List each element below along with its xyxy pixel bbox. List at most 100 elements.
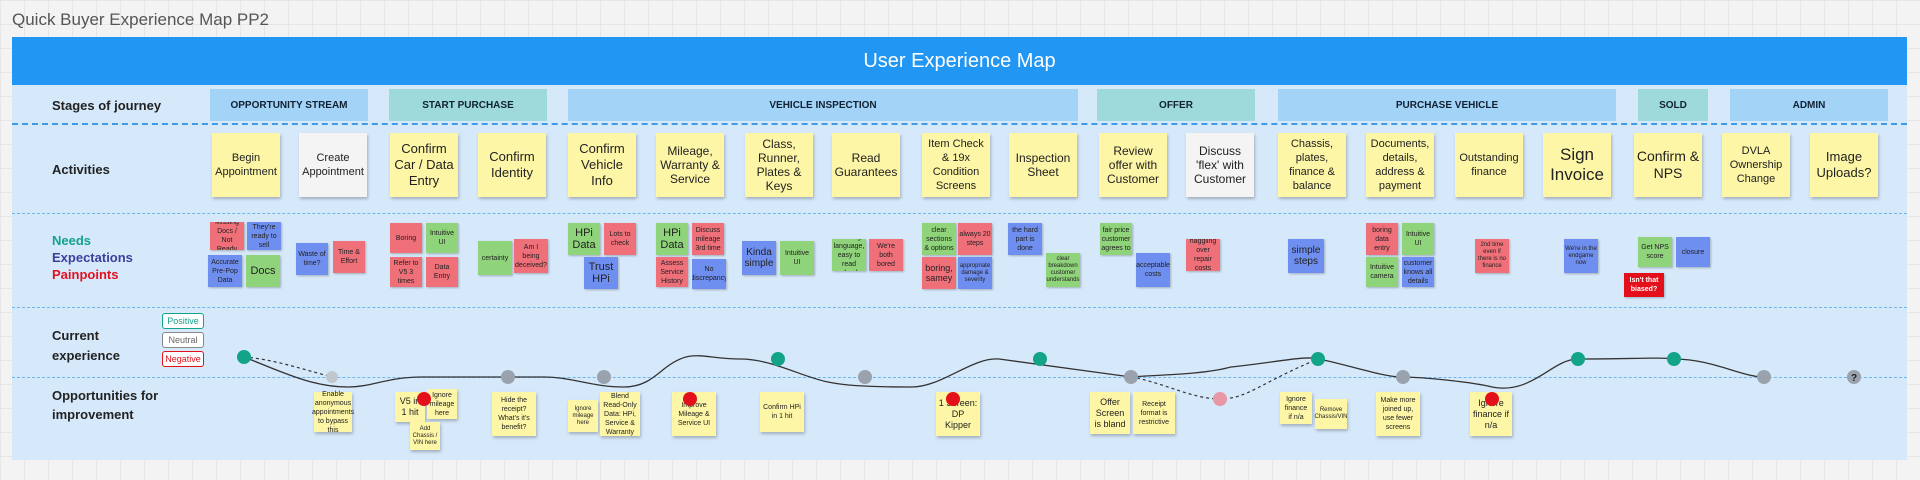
opportunity-sticky: Add Chassis / VIN here xyxy=(410,422,440,450)
stages-label: Stages of journey xyxy=(52,98,162,113)
stage-start-purchase: START PURCHASE xyxy=(389,89,547,121)
positive-point xyxy=(1571,352,1585,366)
need-sticky: clear breakdown customer understands xyxy=(1046,253,1080,287)
board-title: Quick Buyer Experience Map PP2 xyxy=(12,10,270,29)
painpoint-sticky: Isn't that biased? xyxy=(1624,273,1664,297)
neutral-point xyxy=(1396,370,1410,384)
positive-point xyxy=(771,352,785,366)
painpoint-sticky: Discuss mileage 3rd time xyxy=(692,223,724,255)
need-sticky: clear sections & options xyxy=(922,223,956,255)
negative-point xyxy=(1485,392,1499,406)
opportunity-sticky: Ignore mileage here xyxy=(427,389,457,419)
expectation-sticky: closure xyxy=(1676,237,1710,267)
expectation-sticky: appropriate damage & severity xyxy=(958,257,992,289)
activity-sticky: Confirm Vehicle Info xyxy=(568,133,636,197)
row-divider xyxy=(12,123,1907,125)
activity-sticky: Create Appointment xyxy=(299,133,367,197)
needs-label: Needs xyxy=(52,233,92,248)
activities-label: Activities xyxy=(52,162,110,177)
expectation-sticky: simple steps xyxy=(1288,239,1324,273)
opportunity-sticky: Confirm HPi in 1 hit xyxy=(760,392,804,432)
need-sticky: Intuitive UI xyxy=(1402,223,1434,255)
map-header: User Experience Map xyxy=(12,37,1907,85)
need-sticky: Intuitive UI xyxy=(780,241,814,275)
painpoints-label: Painpoints xyxy=(52,267,119,282)
stage-opportunity-stream: OPPORTUNITY STREAM xyxy=(210,89,368,121)
opportunity-sticky: Remove Chassis/VIN xyxy=(1315,399,1348,429)
activity-sticky: Mileage, Warranty & Service xyxy=(656,133,724,197)
stage-admin: ADMIN xyxy=(1730,89,1888,121)
row-divider xyxy=(12,377,1907,378)
current-label-2: experience xyxy=(52,348,120,363)
expectation-sticky: acceptable costs xyxy=(1136,253,1170,287)
expectation-sticky: They're ready to sell xyxy=(247,222,281,250)
negative-point xyxy=(946,392,960,406)
activity-sticky: Confirm & NPS xyxy=(1634,133,1702,197)
opportunity-sticky: Ignore finance if n/a xyxy=(1280,392,1312,424)
row-divider xyxy=(12,213,1907,214)
stage-sold: SOLD xyxy=(1638,89,1708,121)
need-sticky: Flowing language, easy to read aloud xyxy=(832,239,866,271)
positive-point xyxy=(1033,352,1047,366)
experience-curve: ? xyxy=(237,350,1861,406)
painpoint-sticky: Boring xyxy=(390,223,422,253)
expectation-sticky: Kinda simple xyxy=(742,241,776,275)
negative-point xyxy=(1213,392,1227,406)
negative-point xyxy=(417,392,431,406)
neutral-point xyxy=(501,370,515,384)
need-sticky: Intuitive camera xyxy=(1366,257,1398,287)
painpoint-sticky: Am I being deceived? xyxy=(514,239,548,273)
activity-sticky: Confirm Identity xyxy=(478,133,546,197)
painpoint-sticky: always 20 steps xyxy=(958,223,992,255)
positive-point xyxy=(237,350,251,364)
expectation-sticky: the hard part is done xyxy=(1008,223,1042,255)
activity-sticky: Read Guarantees xyxy=(832,133,900,197)
activity-sticky: DVLA Ownership Change xyxy=(1722,133,1790,197)
expectation-sticky: Trust HPi xyxy=(584,257,618,289)
positive-pill: Positive xyxy=(162,313,204,329)
neutral-point xyxy=(1757,370,1771,384)
painpoint-sticky: Data Entry xyxy=(426,257,458,287)
activity-sticky: Chassis, plates, finance & balance xyxy=(1278,133,1346,197)
negative-pill: Negative xyxy=(162,351,204,367)
neutral-point xyxy=(597,370,611,384)
expectation-sticky: No discrepancy xyxy=(692,259,726,289)
positive-point xyxy=(1667,352,1681,366)
stage-purchase-vehicle: PURCHASE VEHICLE xyxy=(1278,89,1616,121)
painpoint-sticky: We're both bored xyxy=(869,239,903,271)
painpoint-sticky: boring, samey xyxy=(922,257,956,289)
opportunity-sticky: Receipt format is restrictive xyxy=(1133,392,1175,434)
painpoint-sticky: Time & Effort xyxy=(333,241,365,273)
expectation-sticky: Accurate Pre-Pop Data xyxy=(208,255,242,287)
opps-label-2: improvement xyxy=(52,407,134,422)
stage-offer: OFFER xyxy=(1097,89,1255,121)
need-sticky: Intuitive UI xyxy=(426,223,458,253)
need-sticky: HPi Data xyxy=(656,223,688,255)
activity-sticky: Class, Runner, Plates & Keys xyxy=(745,133,813,197)
unknown-point xyxy=(1847,370,1861,384)
opps-label-1: Opportunities for xyxy=(52,388,159,403)
painpoint-sticky: Lots to check xyxy=(604,223,636,255)
neutral-pill: Neutral xyxy=(162,332,204,348)
opportunity-sticky: Hide the receipt? What's it's benefit? xyxy=(492,392,536,436)
activity-sticky: Confirm Car / Data Entry xyxy=(390,133,458,197)
unknown-marker: ? xyxy=(1851,373,1857,384)
activity-sticky: Sign Invoice xyxy=(1543,133,1611,197)
stage-vehicle-inspection: VEHICLE INSPECTION xyxy=(568,89,1078,121)
need-sticky: Get NPS score xyxy=(1638,237,1672,267)
activity-sticky: Begin Appointment xyxy=(212,133,280,197)
opportunity-sticky: Make more joined up, use fewer screens xyxy=(1376,392,1420,436)
activity-sticky: Image Uploads? xyxy=(1810,133,1878,197)
activity-sticky: Review offer with Customer xyxy=(1099,133,1167,197)
activity-sticky: Inspection Sheet xyxy=(1009,133,1077,197)
need-sticky: Docs xyxy=(246,255,280,287)
row-divider xyxy=(12,307,1907,308)
opportunity-sticky: Enable anonymous appointments to bypass … xyxy=(312,390,355,434)
need-sticky: fair price customer agrees to xyxy=(1100,223,1132,255)
need-sticky: certainty xyxy=(478,241,512,275)
experience-map-frame: User Experience Map Stages of journey Ac… xyxy=(12,37,1907,460)
activity-sticky: Item Check & 19x Condition Screens xyxy=(922,133,990,197)
opportunity-sticky: Ignore mileage here xyxy=(568,400,598,432)
expectation-sticky: We're in the endgame now xyxy=(1564,239,1598,273)
opportunity-sticky: Offer Screen is bland xyxy=(1090,392,1130,434)
